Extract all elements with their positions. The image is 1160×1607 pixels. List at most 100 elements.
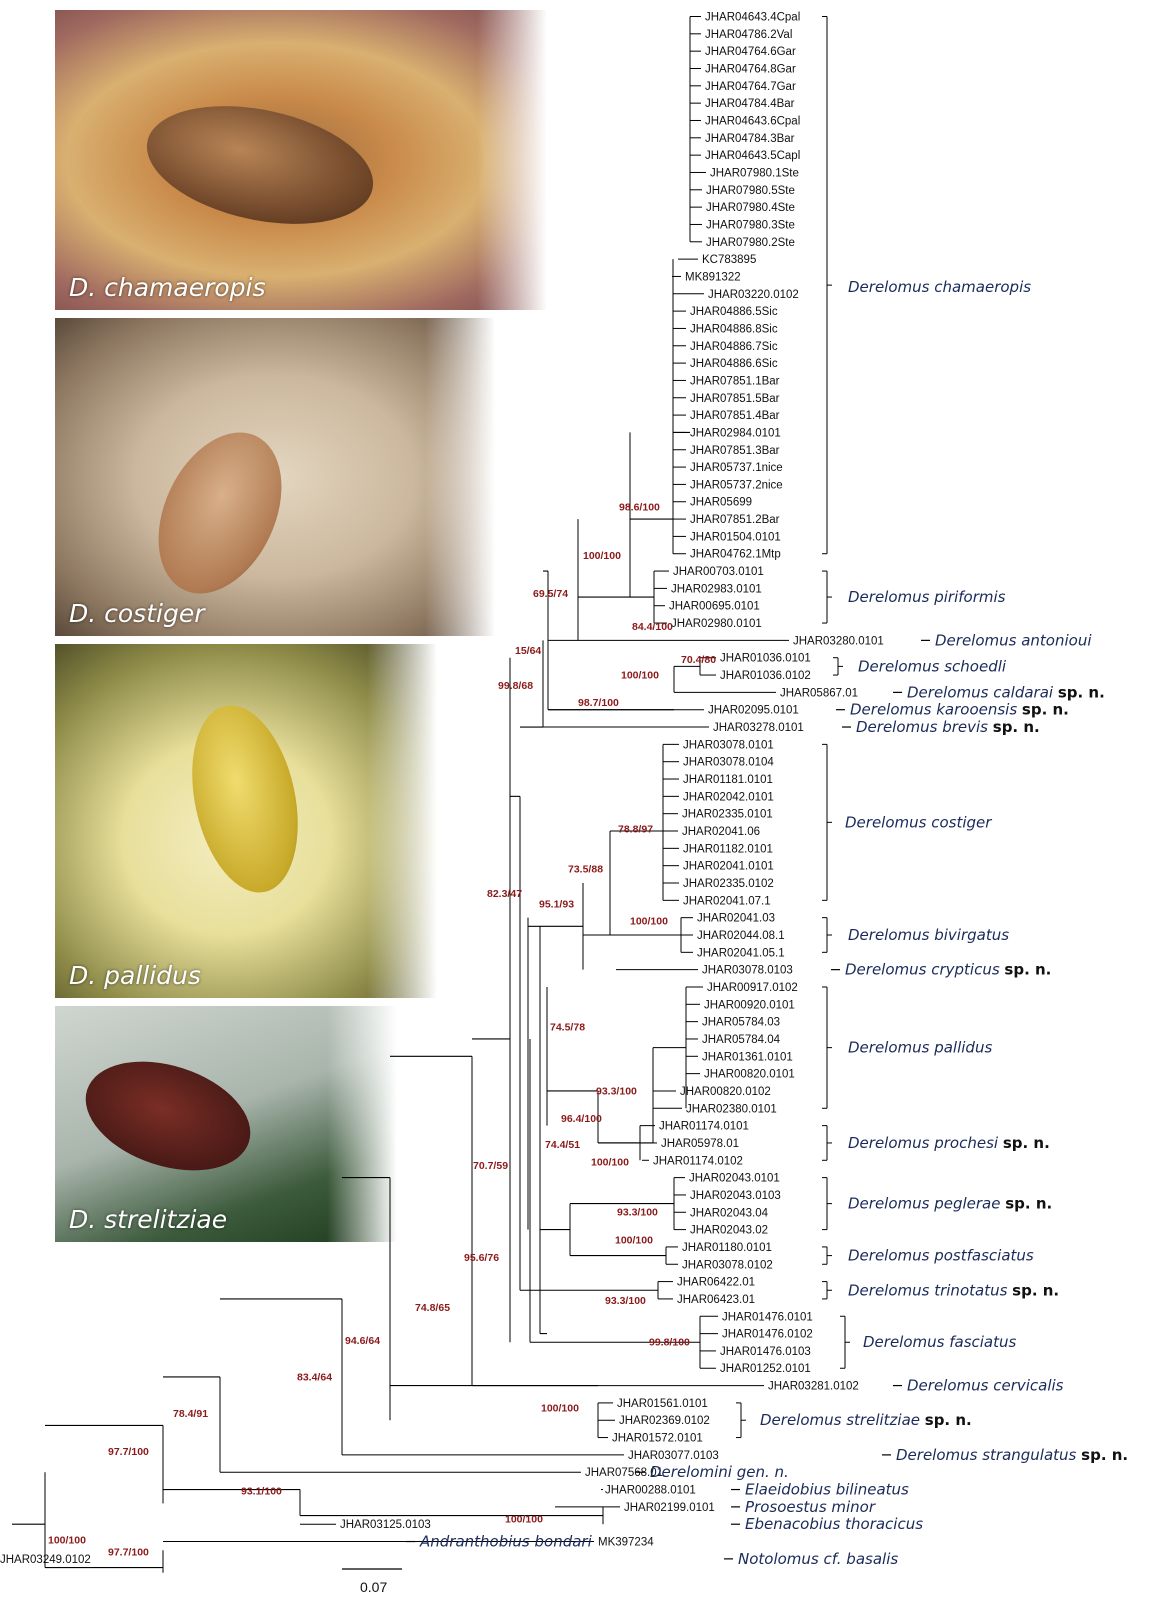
support-value: 78.8/97 — [618, 824, 653, 836]
tip-label: JHAR02043.0101 — [689, 1173, 780, 1185]
tip-label: JHAR05737.2nice — [690, 479, 783, 491]
taxon-label: Derelomus strangulatus sp. n. — [896, 1446, 1128, 1464]
tip-label: JHAR07851.5Bar — [690, 393, 780, 405]
taxon-label: Derelomus trinotatus sp. n. — [848, 1281, 1059, 1299]
tip-label: JHAR04784.3Bar — [705, 133, 795, 145]
taxon-label: Prosoestus minor — [745, 1498, 876, 1516]
tip-label: JHAR03078.0101 — [683, 739, 774, 751]
tip-label: JHAR00288.0101 — [605, 1485, 696, 1497]
support-value: 100/100 — [583, 550, 621, 562]
support-value: 94.6/64 — [345, 1335, 380, 1347]
tip-label: JHAR03078.0103 — [702, 965, 793, 977]
tip-label: JHAR01252.0101 — [720, 1363, 811, 1375]
tip-label: JHAR02043.02 — [690, 1225, 768, 1237]
support-value: 97.7/100 — [108, 1446, 149, 1458]
support-value: 99.8/68 — [498, 680, 533, 692]
tip-label: JHAR02041.05.1 — [697, 947, 785, 959]
tip-label: JHAR03281.0102 — [768, 1381, 859, 1393]
tip-label: JHAR04764.6Gar — [705, 46, 796, 58]
tip-label: JHAR02042.0101 — [683, 791, 774, 803]
tip-label: JHAR00703.0101 — [673, 566, 764, 578]
taxon-label: Derelomus crypticus sp. n. — [845, 961, 1051, 979]
taxon-label: Derelomus pallidus — [848, 1039, 992, 1057]
tip-label: JHAR02041.03 — [697, 913, 775, 925]
tip-label: JHAR02041.07.1 — [683, 895, 771, 907]
tip-label: JHAR03220.0102 — [708, 289, 799, 301]
tip-label: JHAR01182.0101 — [683, 843, 773, 855]
support-value: 78.4/91 — [173, 1408, 208, 1420]
tip-label: JHAR07980.2Ste — [706, 237, 795, 249]
taxon-label: Derelomus brevis sp. n. — [856, 718, 1040, 736]
tip-label: JHAR00917.0102 — [707, 982, 798, 994]
new-species-tag: sp. n. — [1012, 1281, 1059, 1299]
tip-label: JHAR01504.0101 — [690, 531, 781, 543]
tip-label: JHAR05737.1nice — [690, 462, 783, 474]
tip-label: JHAR00695.0101 — [669, 601, 760, 613]
taxon-label: Derelomus piriformis — [848, 588, 1006, 606]
tip-label: JHAR04764.8Gar — [705, 63, 796, 75]
new-species-tag: sp. n. — [1004, 961, 1051, 979]
new-species-tag: sp. n. — [1081, 1446, 1128, 1464]
support-value: 100/100 — [615, 1234, 653, 1246]
tip-label: JHAR01174.0102 — [653, 1155, 743, 1167]
tip-label: JHAR04643.5Capl — [705, 150, 800, 162]
tip-label: JHAR00820.0102 — [680, 1086, 771, 1098]
support-value: 93.3/100 — [605, 1295, 646, 1307]
tip-label: KC783895 — [702, 254, 756, 266]
tip-label: JHAR02335.0101 — [682, 809, 773, 821]
support-value: 82.3/47 — [487, 888, 522, 900]
taxon-label: Derelomus antonioui — [935, 631, 1092, 649]
tip-label: JHAR01361.0101 — [702, 1051, 793, 1063]
support-value: 98.6/100 — [619, 501, 660, 513]
tip-label: JHAR04886.8Sic — [690, 323, 778, 335]
tip-label: JHAR07980.5Ste — [706, 185, 795, 197]
new-species-tag: sp. n. — [993, 718, 1040, 736]
tip-label: JHAR01561.0101 — [617, 1398, 708, 1410]
tip-label: JHAR03280.0101 — [793, 635, 884, 647]
tip-label: JHAR03078.0104 — [683, 757, 774, 769]
taxon-label: Derelomus bivirgatus — [848, 926, 1009, 944]
new-species-tag: sp. n. — [1005, 1195, 1052, 1213]
tip-label: JHAR02199.0101 — [624, 1502, 715, 1514]
support-value: 74.4/51 — [545, 1139, 580, 1151]
tip-label: JHAR07980.1Ste — [710, 167, 799, 179]
support-value: 97.7/100 — [108, 1546, 149, 1558]
support-value: 74.5/78 — [550, 1021, 585, 1033]
tip-label: JHAR02041.06 — [682, 826, 760, 838]
tip-label: JHAR01476.0101 — [722, 1311, 813, 1323]
support-value: 100/100 — [630, 916, 668, 928]
support-value: 93.3/100 — [617, 1207, 658, 1219]
tip-label: JHAR04762.1Mtp — [690, 549, 781, 561]
new-species-tag: sp. n. — [1003, 1134, 1050, 1152]
tip-label: JHAR02983.0101 — [671, 583, 762, 595]
taxon-label: Derelomus costiger — [845, 813, 992, 831]
tip-label: JHAR01476.0102 — [722, 1329, 813, 1341]
taxon-label: Ebenacobius thoracicus — [745, 1515, 923, 1533]
taxon-label: Derelomus postfasciatus — [848, 1247, 1034, 1265]
support-value: 99.8/100 — [649, 1337, 690, 1349]
taxon-label: Derelomus strelitziae sp. n. — [760, 1411, 972, 1429]
tip-label: JHAR02980.0101 — [671, 618, 762, 630]
taxon-label: Derelomus prochesi sp. n. — [848, 1134, 1050, 1152]
scale-bar-label: 0.07 — [360, 1579, 387, 1595]
taxon-label: Notolomus cf. basalis — [738, 1550, 898, 1568]
tip-label: JHAR01572.0101 — [612, 1433, 703, 1445]
support-value: 100/100 — [505, 1513, 543, 1525]
tip-label: JHAR02380.0101 — [686, 1103, 777, 1115]
support-value: 70.7/59 — [473, 1160, 508, 1172]
tip-label: JHAR00920.0101 — [704, 999, 795, 1011]
tip-label: MK397234 — [598, 1537, 654, 1549]
tip-label: JHAR02095.0101 — [708, 705, 799, 717]
tip-label: JHAR06422.01 — [677, 1277, 755, 1289]
tip-label: JHAR04886.5Sic — [690, 306, 778, 318]
tip-label: MK891322 — [685, 271, 741, 283]
support-value: 73.5/88 — [568, 864, 603, 876]
tip-label: JHAR04764.7Gar — [705, 81, 796, 93]
support-value: 69.5/74 — [533, 588, 568, 600]
tip-label: JHAR04886.6Sic — [690, 358, 778, 370]
tip-label: JHAR01181.0101 — [683, 774, 773, 786]
taxon-label: Derelomus schoedli — [858, 657, 1007, 675]
tip-label: JHAR02984.0101 — [690, 427, 781, 439]
taxon-label: Derelomus chamaeropis — [848, 278, 1031, 296]
